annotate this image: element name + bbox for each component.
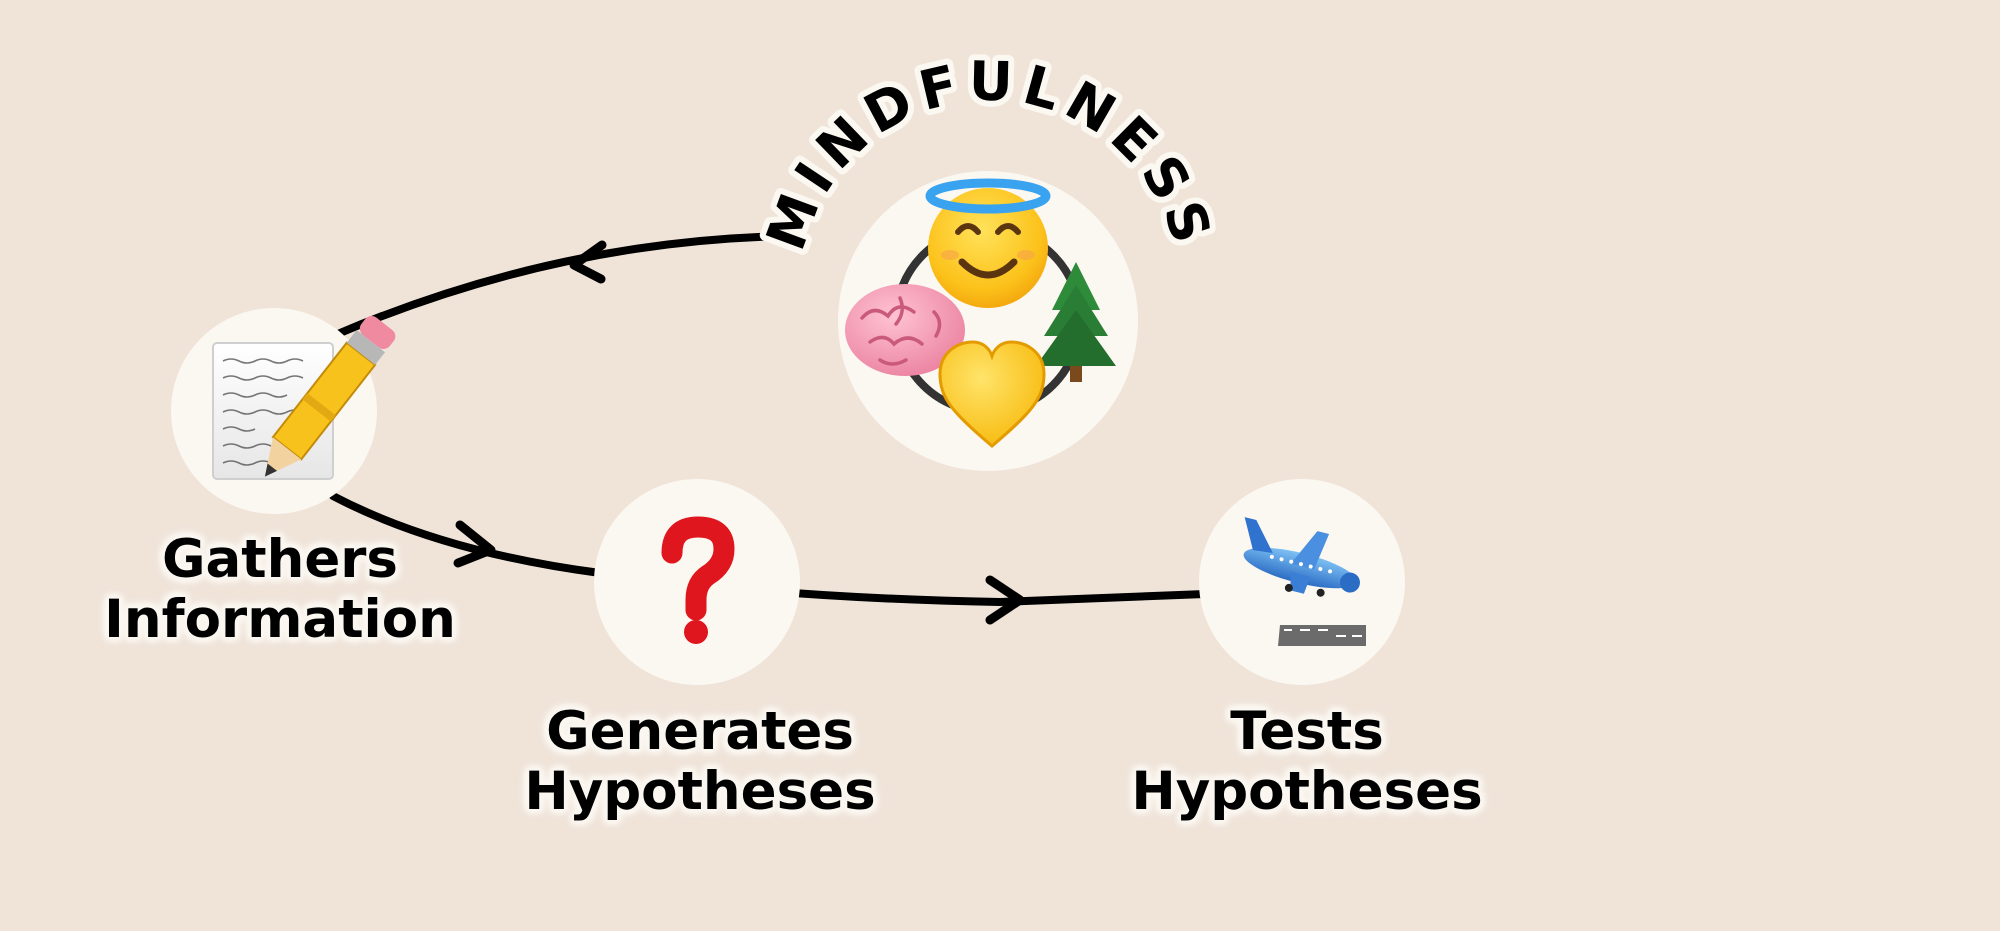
mindfulness-node-circle bbox=[838, 171, 1138, 471]
airplane-landing-icon bbox=[1243, 517, 1366, 646]
yellow-heart-icon bbox=[938, 340, 1046, 448]
test-label-line1: Tests bbox=[1230, 701, 1384, 762]
test-label: Tests Hypotheses bbox=[1107, 702, 1507, 822]
generate-label-line2: Hypotheses bbox=[524, 761, 876, 822]
test-label-line2: Hypotheses bbox=[1131, 761, 1483, 822]
arrowhead-lower-right bbox=[985, 575, 1025, 625]
generate-label-line1: Generates bbox=[546, 701, 854, 762]
gather-label-line1: Gathers bbox=[162, 529, 398, 590]
arrowhead-top bbox=[569, 240, 607, 284]
halo-smiley-icon bbox=[925, 178, 1051, 308]
question-mark-icon bbox=[661, 516, 735, 644]
gather-label-line2: Information bbox=[104, 589, 456, 650]
memo-pencil-icon bbox=[212, 315, 396, 480]
gather-label: Gathers Information bbox=[80, 530, 480, 650]
arrowhead-lower-left bbox=[453, 520, 496, 568]
evergreen-tree-icon bbox=[1036, 262, 1116, 382]
cycle-arc-top bbox=[336, 232, 794, 337]
mindfulness-emblem bbox=[845, 178, 1116, 448]
generate-label: Generates Hypotheses bbox=[500, 702, 900, 822]
brain-icon bbox=[845, 284, 965, 376]
